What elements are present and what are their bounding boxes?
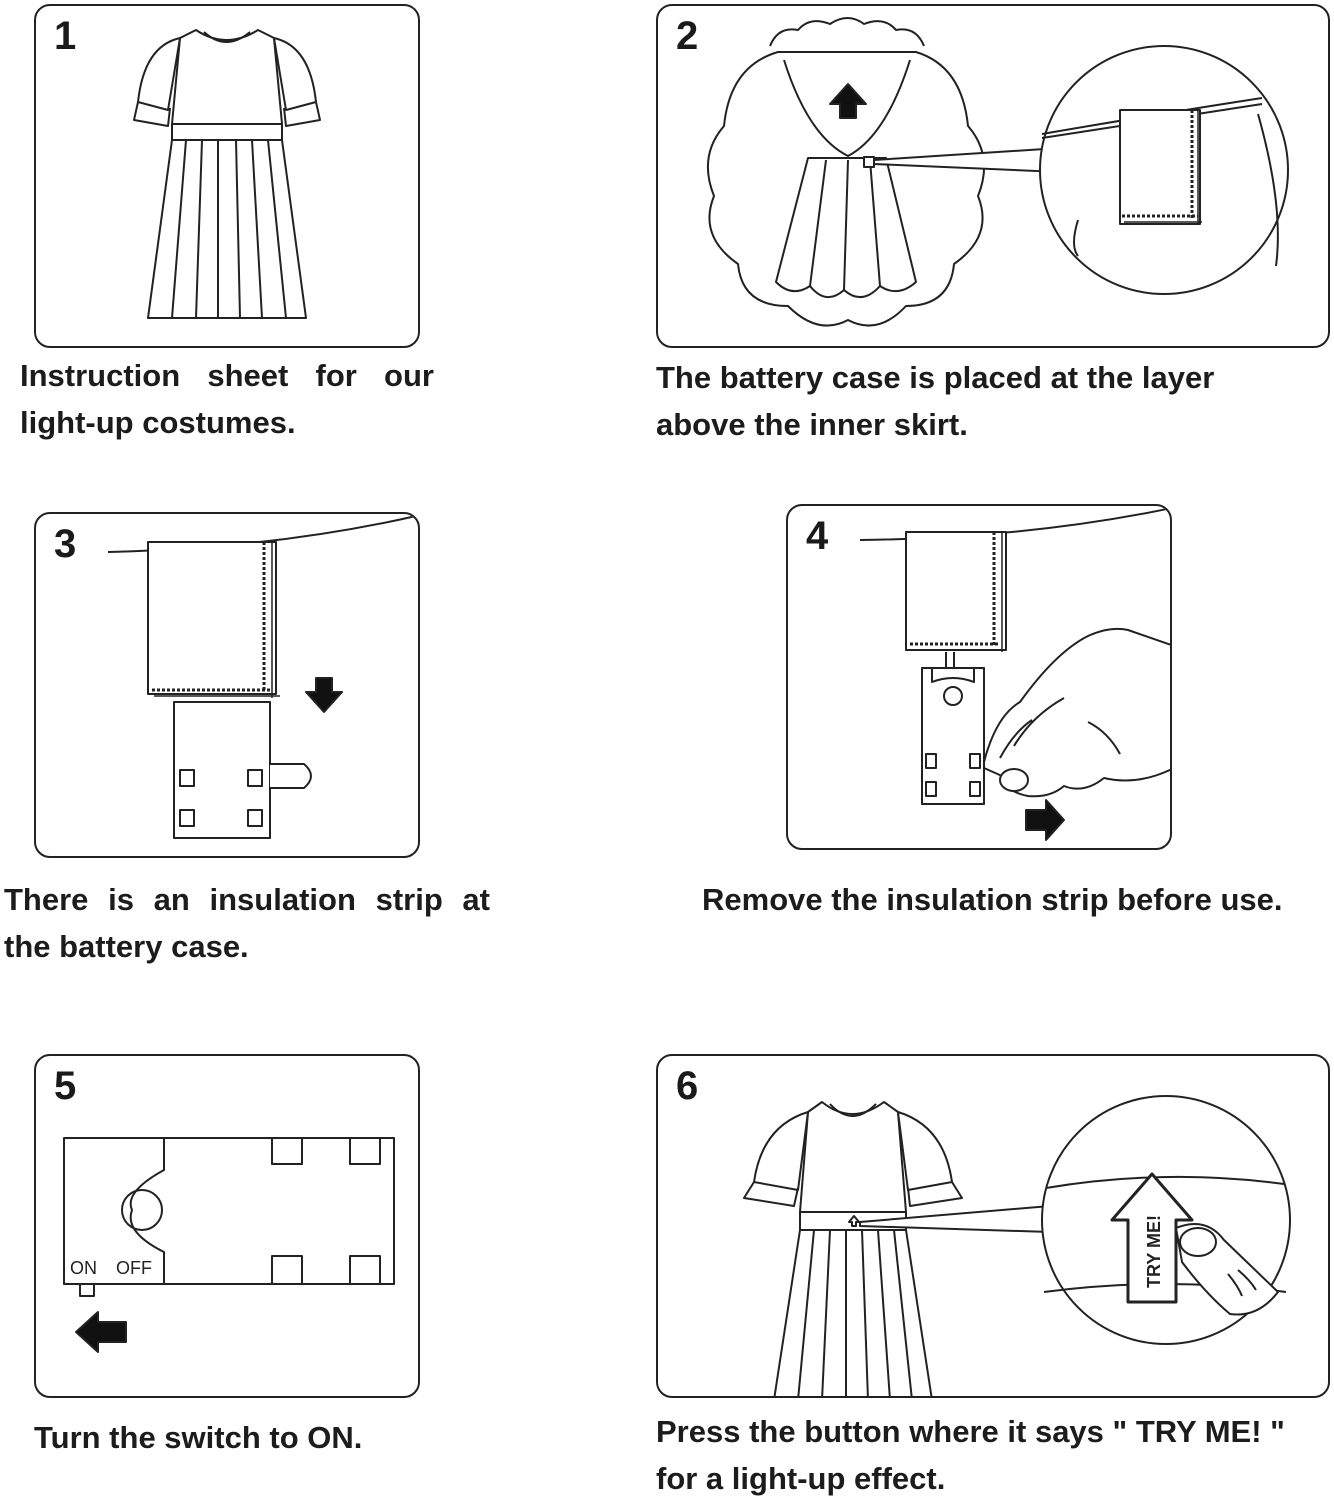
step-3-panel: 3 bbox=[34, 512, 420, 858]
step-1-caption-line2: light-up costumes. bbox=[20, 405, 296, 440]
left-arrow-icon bbox=[75, 1311, 127, 1353]
step-4-number: 4 bbox=[806, 514, 829, 558]
step-5-number: 5 bbox=[54, 1064, 77, 1108]
try-me-button bbox=[1110, 1172, 1194, 1304]
step-2-caption-line1: The battery case is placed at the layer bbox=[656, 360, 1215, 395]
dress-illustration bbox=[133, 29, 321, 319]
battery-switch-illustration: ON OFF bbox=[63, 1137, 395, 1353]
switch-off-label: OFF bbox=[116, 1258, 152, 1278]
step-2-caption: The battery case is placed at the layer … bbox=[656, 354, 1214, 448]
step-3-caption-line2: the battery case. bbox=[4, 929, 249, 964]
switch-knob bbox=[79, 1283, 95, 1297]
step-2-number: 2 bbox=[676, 14, 699, 58]
step-2-caption-line2: above the inner skirt. bbox=[656, 407, 968, 442]
step-6-caption-line1: Press the button where it says " TRY ME!… bbox=[656, 1414, 1285, 1449]
inner-skirt-illustration bbox=[707, 17, 1289, 327]
step-4-caption: Remove the insulation strip before use. bbox=[702, 882, 1283, 917]
step-6-caption-line2: for a light-up effect. bbox=[656, 1461, 946, 1496]
step-3-caption: There is an insulation strip at bbox=[4, 876, 490, 923]
step-3-caption-line1: There is an insulation strip at bbox=[4, 882, 490, 917]
step-1-caption: Instruction sheet for our bbox=[20, 352, 434, 399]
up-arrow-icon bbox=[829, 83, 867, 119]
step-1-caption-line1: Instruction sheet for our bbox=[20, 358, 434, 393]
step-6-panel: 6 TRY ME! bbox=[656, 1054, 1330, 1398]
step-2-panel: 2 bbox=[656, 4, 1330, 348]
try-me-label: TRY ME! bbox=[1144, 1215, 1164, 1288]
step-5-caption: Turn the switch to ON. bbox=[34, 1420, 363, 1455]
step-3-number: 3 bbox=[54, 522, 77, 566]
step-1-panel: 1 bbox=[34, 4, 420, 348]
right-arrow-icon bbox=[1025, 799, 1065, 841]
battery-case-strip-illustration bbox=[107, 515, 417, 839]
remove-strip-illustration bbox=[859, 507, 1170, 841]
step-6-number: 6 bbox=[676, 1064, 699, 1108]
down-arrow-icon bbox=[305, 677, 343, 713]
try-me-dress-illustration: TRY ME! bbox=[743, 1095, 1291, 1396]
step-5-panel: 5 ON OFF bbox=[34, 1054, 420, 1398]
hand-icon bbox=[983, 627, 1170, 798]
step-1-number: 1 bbox=[54, 14, 77, 58]
switch-on-label: ON bbox=[70, 1258, 97, 1278]
step-4-panel: 4 bbox=[786, 504, 1172, 850]
step-6-caption: Press the button where it says " TRY ME!… bbox=[656, 1408, 1285, 1502]
